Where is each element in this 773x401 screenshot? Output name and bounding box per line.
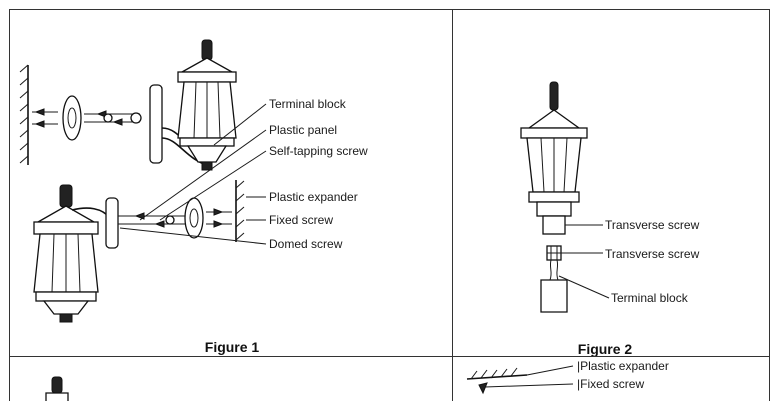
post-lantern: [520, 81, 588, 217]
figure-2-panel: Transverse screw Transverse screw Termin…: [452, 9, 770, 357]
figure-2-leader-lines: [558, 224, 610, 299]
figure-3-diagram: [45, 376, 69, 401]
figure-4-diagram: |Plastic expander |Fixed screw: [466, 359, 669, 395]
figure-1-diagram: Terminal block Plastic panel Self-tappin…: [19, 39, 368, 355]
label-plastic-expander-fig4: |Plastic expander: [577, 359, 669, 373]
figure-1-panel: Terminal block Plastic panel Self-tappin…: [9, 9, 453, 357]
label-plastic-expander: Plastic expander: [269, 190, 358, 204]
label-fixed-screw: Fixed screw: [269, 213, 333, 227]
upper-lantern: [177, 39, 237, 171]
label-terminal-block: Terminal block: [269, 97, 347, 111]
lower-mounting-plate: [184, 197, 232, 239]
label-self-tapping-screw: Self-tapping screw: [269, 144, 368, 158]
label-transverse-screw-lower: Transverse screw: [605, 247, 700, 261]
lower-wall-bracket: [71, 197, 185, 249]
lower-lantern: [33, 184, 99, 323]
label-fixed-screw-fig4: |Fixed screw: [577, 377, 644, 391]
upper-wall-bracket: [149, 84, 211, 167]
partial-wall-hatch: [466, 365, 574, 395]
figure-2-caption: Figure 2: [578, 341, 633, 357]
label-domed-screw: Domed screw: [269, 237, 343, 251]
label-plastic-panel: Plastic panel: [269, 123, 337, 137]
figure-3-panel: [9, 356, 453, 401]
figure-1-leader-lines: [119, 103, 267, 245]
label-transverse-screw-upper: Transverse screw: [605, 218, 700, 232]
upper-mounting-plate: [32, 95, 142, 141]
mounting-post: [540, 279, 568, 313]
upper-wall-hatch: [19, 64, 29, 165]
figure-2-diagram: Transverse screw Transverse screw Termin…: [520, 81, 700, 357]
post-connector: [542, 215, 566, 281]
label-terminal-block-fig2: Terminal block: [611, 291, 689, 305]
partial-lantern-finial: [45, 376, 69, 401]
lower-wall-hatch: [235, 180, 245, 242]
figure-4-panel: |Plastic expander |Fixed screw: [452, 356, 770, 401]
figure-1-caption: Figure 1: [205, 339, 260, 355]
